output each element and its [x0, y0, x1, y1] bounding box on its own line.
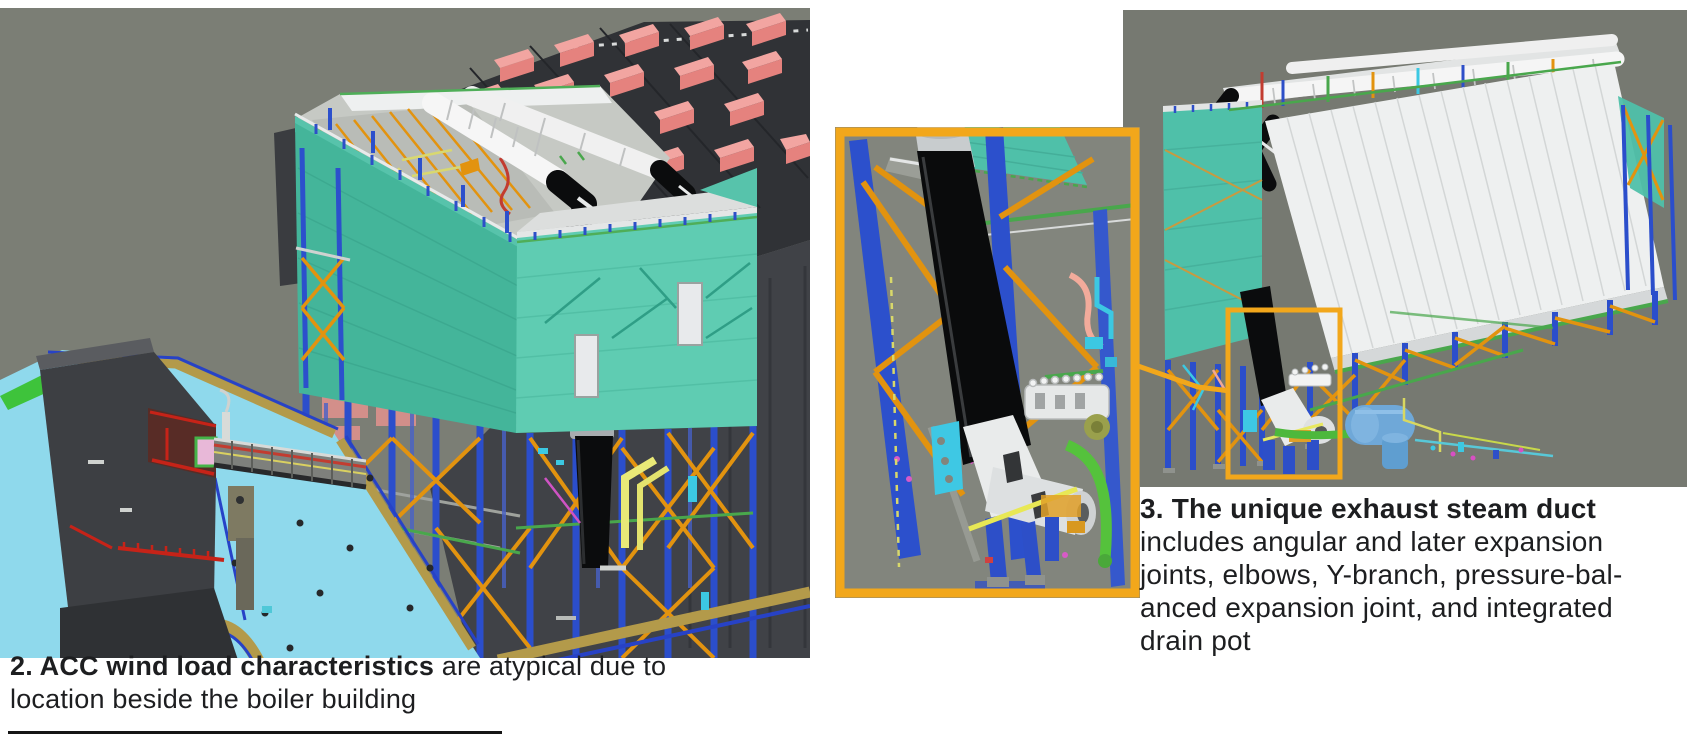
fig3-caption: 3. The unique exhaust steam duct include…	[1140, 492, 1623, 657]
steam-duct-back	[1286, 34, 1618, 74]
bottom-right-road-edge	[496, 476, 810, 658]
yellow-dashed-line	[889, 276, 901, 568]
acc-wall-right	[516, 213, 757, 433]
pipe-rack-bridge	[213, 388, 367, 610]
fig2-caption-rest: are atypical due to	[434, 651, 667, 681]
wall-brace-marks	[544, 262, 753, 340]
acc-structure	[294, 84, 758, 433]
fig2-caption-line1: 2. ACC wind load characteristics are aty…	[10, 650, 666, 683]
callout-connector-line	[1137, 363, 1231, 394]
fig3-caption-line: drain pot	[1140, 625, 1251, 656]
inset-exhaust-duct	[914, 127, 1031, 465]
acc-wall-front	[295, 123, 520, 433]
bridge-hook	[219, 388, 231, 413]
fig2-caption-rule	[8, 731, 502, 734]
fig3-caption-line: anced expansion joint, and integrated	[1140, 592, 1613, 623]
steam-duct-runs	[422, 86, 670, 191]
column-blue-left	[849, 139, 921, 559]
acc-isolated-structure	[1163, 34, 1677, 473]
fig2-caption: 2. ACC wind load characteristics are aty…	[10, 650, 666, 716]
cyan-piping	[1085, 277, 1117, 367]
fig3-caption-line: includes angular and later expansion	[1140, 526, 1604, 557]
fig3-caption-lead: 3. The unique exhaust steam duct	[1140, 493, 1597, 524]
bridge-pier	[228, 486, 254, 541]
fig3-detail-inset	[835, 127, 1140, 598]
red-piping	[69, 410, 225, 562]
fig2-caption-line2: location beside the boiler building	[10, 684, 417, 714]
framed-opening	[194, 436, 218, 468]
blue-supports	[975, 515, 1059, 591]
acc-wall-windows	[574, 282, 703, 398]
fig3-caption-line: joints, elbows, Y-branch, pressure-bal-	[1140, 559, 1623, 590]
green-pipe	[1064, 439, 1112, 560]
exhaust-steam-duct-drop	[1240, 286, 1395, 474]
inset-border	[835, 127, 1140, 598]
fig2-caption-lead: 2. ACC wind load characteristics	[10, 651, 435, 681]
fig3-cad-view	[1123, 10, 1687, 487]
auxiliary-building	[36, 338, 238, 658]
yellow-pipes	[621, 456, 670, 550]
fig2-cad-view	[0, 8, 810, 658]
y-branch-assembly	[1243, 363, 1335, 474]
expansion-joint-manifold	[1024, 372, 1110, 420]
highlight-box	[1225, 307, 1343, 480]
acc-wall-left-open-bay	[295, 147, 351, 401]
red-pipe-squiggle	[498, 157, 511, 216]
inset-y-branch-assembly	[931, 372, 1112, 591]
small-bore-piping	[1402, 398, 1554, 461]
condenser-bundle-wall	[1265, 62, 1664, 358]
parapet-posts	[328, 108, 509, 233]
support-columns-blue	[1165, 291, 1658, 472]
drain-pot	[1382, 433, 1408, 469]
orange-equipment	[1041, 495, 1081, 517]
